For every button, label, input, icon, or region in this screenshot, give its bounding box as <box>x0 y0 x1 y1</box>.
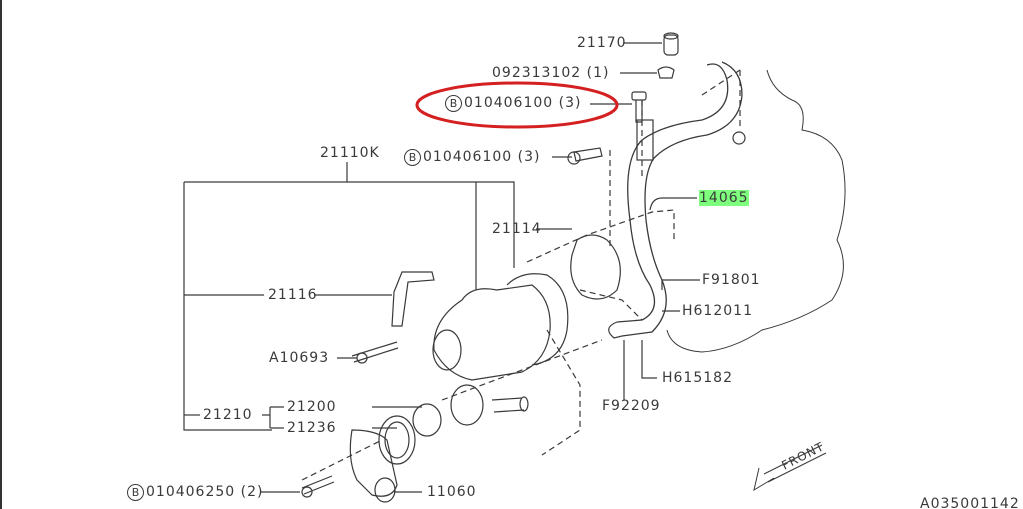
bolt-mid-label: 010406100 (3) <box>423 149 541 165</box>
bolt-b-mark-icon: B <box>445 95 462 112</box>
callout-092313102[interactable]: 092313102 (1) <box>492 65 610 81</box>
callout-21110k[interactable]: 21110K <box>320 145 380 161</box>
bolt-top-label: 010406100 (3) <box>464 95 582 111</box>
callout-f91801[interactable]: F91801 <box>702 272 761 288</box>
callout-h615182[interactable]: H615182 <box>662 370 733 386</box>
callout-21116[interactable]: 21116 <box>268 287 318 303</box>
diagram-id: A035001142 <box>920 496 1020 509</box>
callout-21200[interactable]: 21200 <box>287 399 337 415</box>
callout-h612011[interactable]: H612011 <box>682 303 753 319</box>
callout-f92209[interactable]: F92209 <box>602 398 661 414</box>
callout-21114[interactable]: 21114 <box>492 221 542 237</box>
bolt-b-mark-icon: B <box>127 484 144 501</box>
callout-a10693[interactable]: A10693 <box>269 350 330 366</box>
callout-21236[interactable]: 21236 <box>287 420 337 436</box>
callout-21170[interactable]: 21170 <box>577 35 627 51</box>
bolt-bottom-label: 010406250 (2) <box>146 484 264 500</box>
callout-21210[interactable]: 21210 <box>203 407 253 423</box>
callout-14065-highlighted[interactable]: 14065 <box>699 190 749 206</box>
callout-11060[interactable]: 11060 <box>427 484 477 500</box>
bolt-b-mark-icon: B <box>404 149 421 166</box>
